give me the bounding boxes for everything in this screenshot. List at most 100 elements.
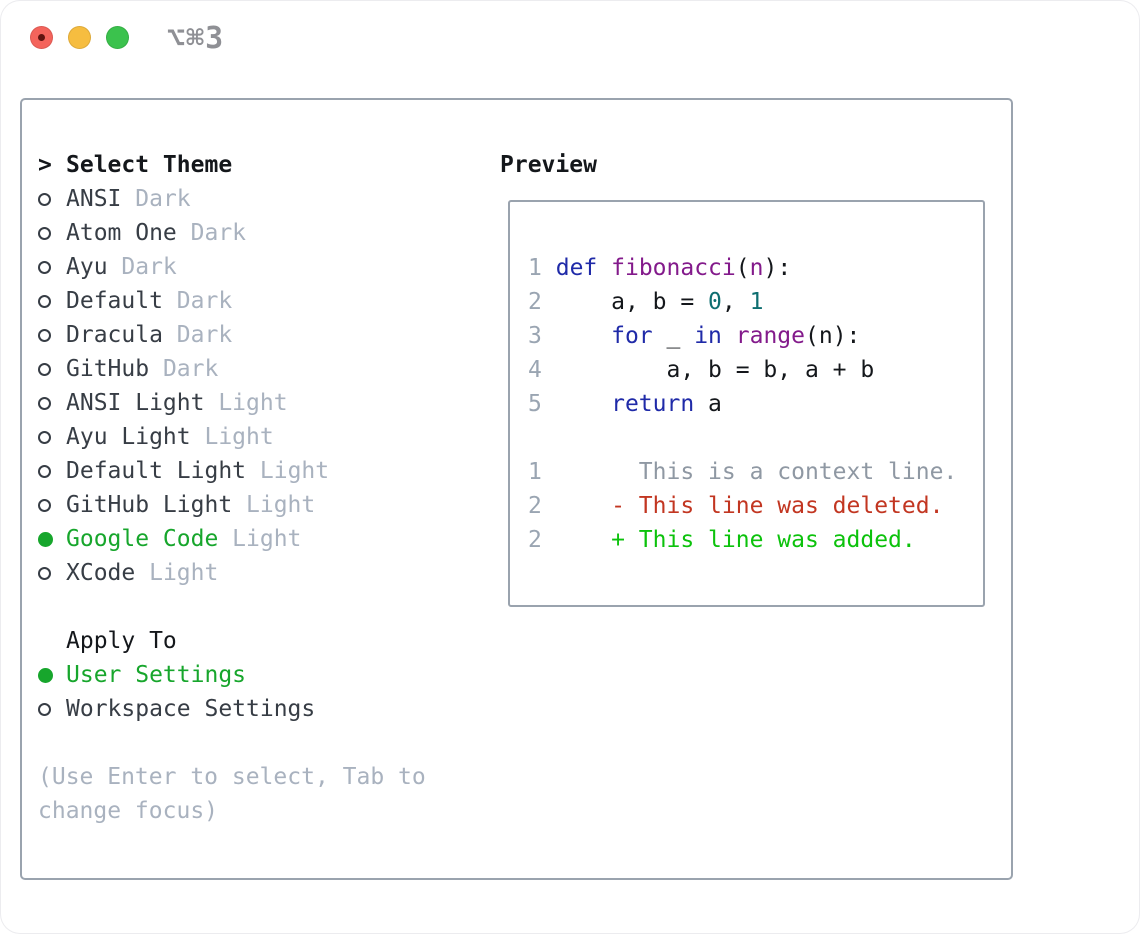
diff-context-token: This is a context line.	[541, 459, 958, 485]
theme-name: Ayu	[66, 254, 122, 280]
code-line: 5 return a	[528, 387, 957, 421]
minimize-button[interactable]	[68, 26, 91, 49]
theme-variant: Dark	[176, 288, 233, 314]
keyword-token: in	[694, 323, 722, 349]
theme-name: GitHub Light	[66, 492, 247, 518]
radio-icon	[38, 260, 66, 274]
line-number: 2	[528, 493, 542, 519]
plain-token	[542, 255, 556, 281]
radio-icon	[38, 226, 66, 240]
theme-name: Default	[66, 288, 177, 314]
theme-name: Default Light	[66, 458, 260, 484]
plain-token: ,	[721, 289, 750, 315]
plain-token: a, b = b, a + b	[541, 357, 875, 383]
radio-icon	[38, 328, 66, 342]
plain-token	[722, 323, 736, 349]
theme-option[interactable]: ANSI Light Light	[38, 386, 426, 420]
name-token: range	[735, 323, 806, 349]
theme-variant: Dark	[135, 186, 191, 212]
zoom-button[interactable]	[106, 26, 129, 49]
keyword-token: for	[611, 323, 653, 349]
plain-token	[542, 323, 611, 349]
plain-token: _	[652, 323, 695, 349]
line-number: 2	[528, 289, 542, 315]
unsaved-dot-icon	[38, 34, 45, 41]
hint-text: (Use Enter to select, Tab to	[38, 764, 426, 790]
theme-variant: Dark	[190, 220, 247, 246]
theme-option[interactable]: GitHub Light Light	[38, 488, 426, 522]
theme-option[interactable]: ANSI Dark	[38, 182, 426, 216]
line-number: 2	[528, 527, 542, 553]
line-number: 1	[528, 255, 542, 281]
theme-name: ANSI Light	[66, 390, 219, 416]
theme-option[interactable]: Default Dark	[38, 284, 426, 318]
line-number: 5	[528, 391, 542, 417]
plain-token	[542, 391, 611, 417]
radio-icon	[38, 362, 66, 376]
theme-option[interactable]: GitHub Dark	[38, 352, 426, 386]
plain-token: (	[735, 255, 750, 281]
radio-icon	[38, 702, 66, 716]
apply-to-option[interactable]: Workspace Settings	[38, 692, 426, 726]
radio-icon	[38, 430, 66, 444]
theme-name: Dracula	[66, 322, 177, 348]
apply-to-option[interactable]: User Settings	[38, 658, 426, 692]
plain-token: a	[694, 391, 722, 417]
theme-option[interactable]: Google Code Light	[38, 522, 426, 556]
line-number: 1	[528, 459, 542, 485]
radio-icon	[38, 192, 66, 206]
apply-to-label: Workspace Settings	[66, 696, 316, 722]
theme-variant: Light	[218, 390, 288, 416]
theme-option[interactable]: Ayu Light Light	[38, 420, 426, 454]
theme-option[interactable]: XCode Light	[38, 556, 426, 590]
number-token: 1	[749, 289, 764, 315]
theme-option[interactable]: Ayu Dark	[38, 250, 426, 284]
diff-added-token: + This line was added.	[541, 527, 916, 553]
theme-variant: Light	[149, 560, 219, 586]
apply-to-label: User Settings	[66, 662, 247, 688]
number-token: 0	[708, 289, 722, 315]
code-line: 2 - This line was deleted.	[528, 489, 957, 523]
diff-deleted-token: - This line was deleted.	[541, 493, 944, 519]
theme-option[interactable]: Dracula Dark	[38, 318, 426, 352]
spacer-row	[38, 590, 426, 624]
theme-variant: Dark	[121, 254, 177, 280]
theme-variant: Dark	[176, 322, 233, 348]
plain-token	[597, 255, 611, 281]
plain-token: (n):	[805, 323, 861, 349]
close-button[interactable]	[30, 26, 53, 49]
code-line: 2 a, b = 0, 1	[528, 285, 957, 319]
radio-selected-icon	[38, 531, 66, 547]
radio-icon	[38, 464, 66, 478]
code-line: 2 + This line was added.	[528, 523, 957, 557]
theme-variant: Light	[246, 492, 316, 518]
radio-icon	[38, 396, 66, 410]
radio-selected-icon	[38, 667, 66, 683]
theme-option[interactable]: Default Light Light	[38, 454, 426, 488]
radio-icon	[38, 498, 66, 512]
keyword-token: def	[555, 255, 598, 281]
theme-name: Atom One	[66, 220, 191, 246]
line-number: 3	[528, 323, 542, 349]
select-theme-header: >Select Theme	[38, 148, 426, 182]
theme-variant: Light	[204, 424, 274, 450]
titlebar: ⌥⌘3	[0, 0, 1140, 74]
theme-name: Ayu Light	[66, 424, 205, 450]
theme-variant: Dark	[162, 356, 219, 382]
theme-name: ANSI	[66, 186, 136, 212]
theme-name: GitHub	[66, 356, 163, 382]
spacer-row	[38, 726, 426, 760]
apply-to-title: Apply To	[66, 628, 177, 654]
name-token: n	[749, 255, 764, 281]
plain-token: a, b =	[541, 289, 709, 315]
hint-text: change focus)	[38, 798, 219, 824]
code-line: 1 def fibonacci(n):	[528, 251, 957, 285]
plain-token: ):	[763, 255, 792, 281]
prompt-icon: >	[38, 152, 52, 178]
code-line: 1 This is a context line.	[528, 455, 957, 489]
theme-name: Google Code	[66, 526, 233, 552]
theme-option[interactable]: Atom One Dark	[38, 216, 426, 250]
